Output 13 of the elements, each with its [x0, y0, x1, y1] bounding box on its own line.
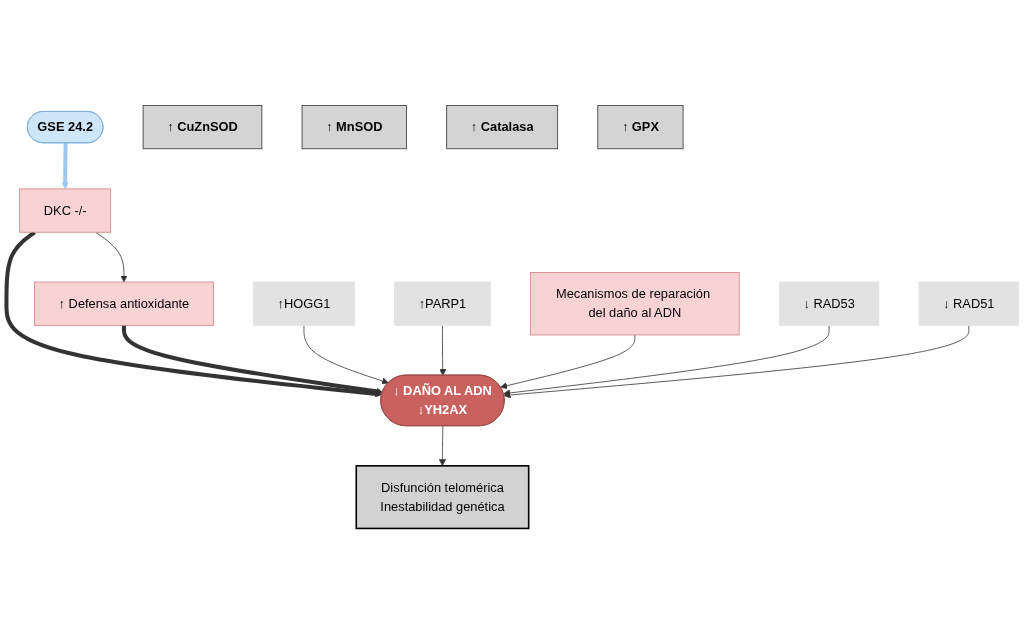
node-box: ↑PARP1 — [394, 281, 491, 326]
node-box: ↑ Defensa antioxidante — [34, 281, 214, 326]
node-box: ↑ MnSOD — [301, 105, 407, 150]
node-box: ↑ CuZnSOD — [142, 105, 263, 150]
node-box: ↑ Catalasa — [446, 105, 559, 150]
node-box: Disfunción telomérica Inestabilidad genética — [355, 465, 530, 530]
node-box: ↑ GPX — [597, 105, 684, 150]
arrow — [61, 143, 69, 190]
node-box: Mecanismos de reparación del daño al ADN — [530, 272, 740, 336]
node-box: DKC -/- — [19, 188, 112, 233]
node-box: ↑HOGG1 — [253, 281, 355, 326]
node-box: ↓ RAD51 — [918, 281, 1019, 326]
node-box: ↓ RAD53 — [778, 281, 880, 326]
